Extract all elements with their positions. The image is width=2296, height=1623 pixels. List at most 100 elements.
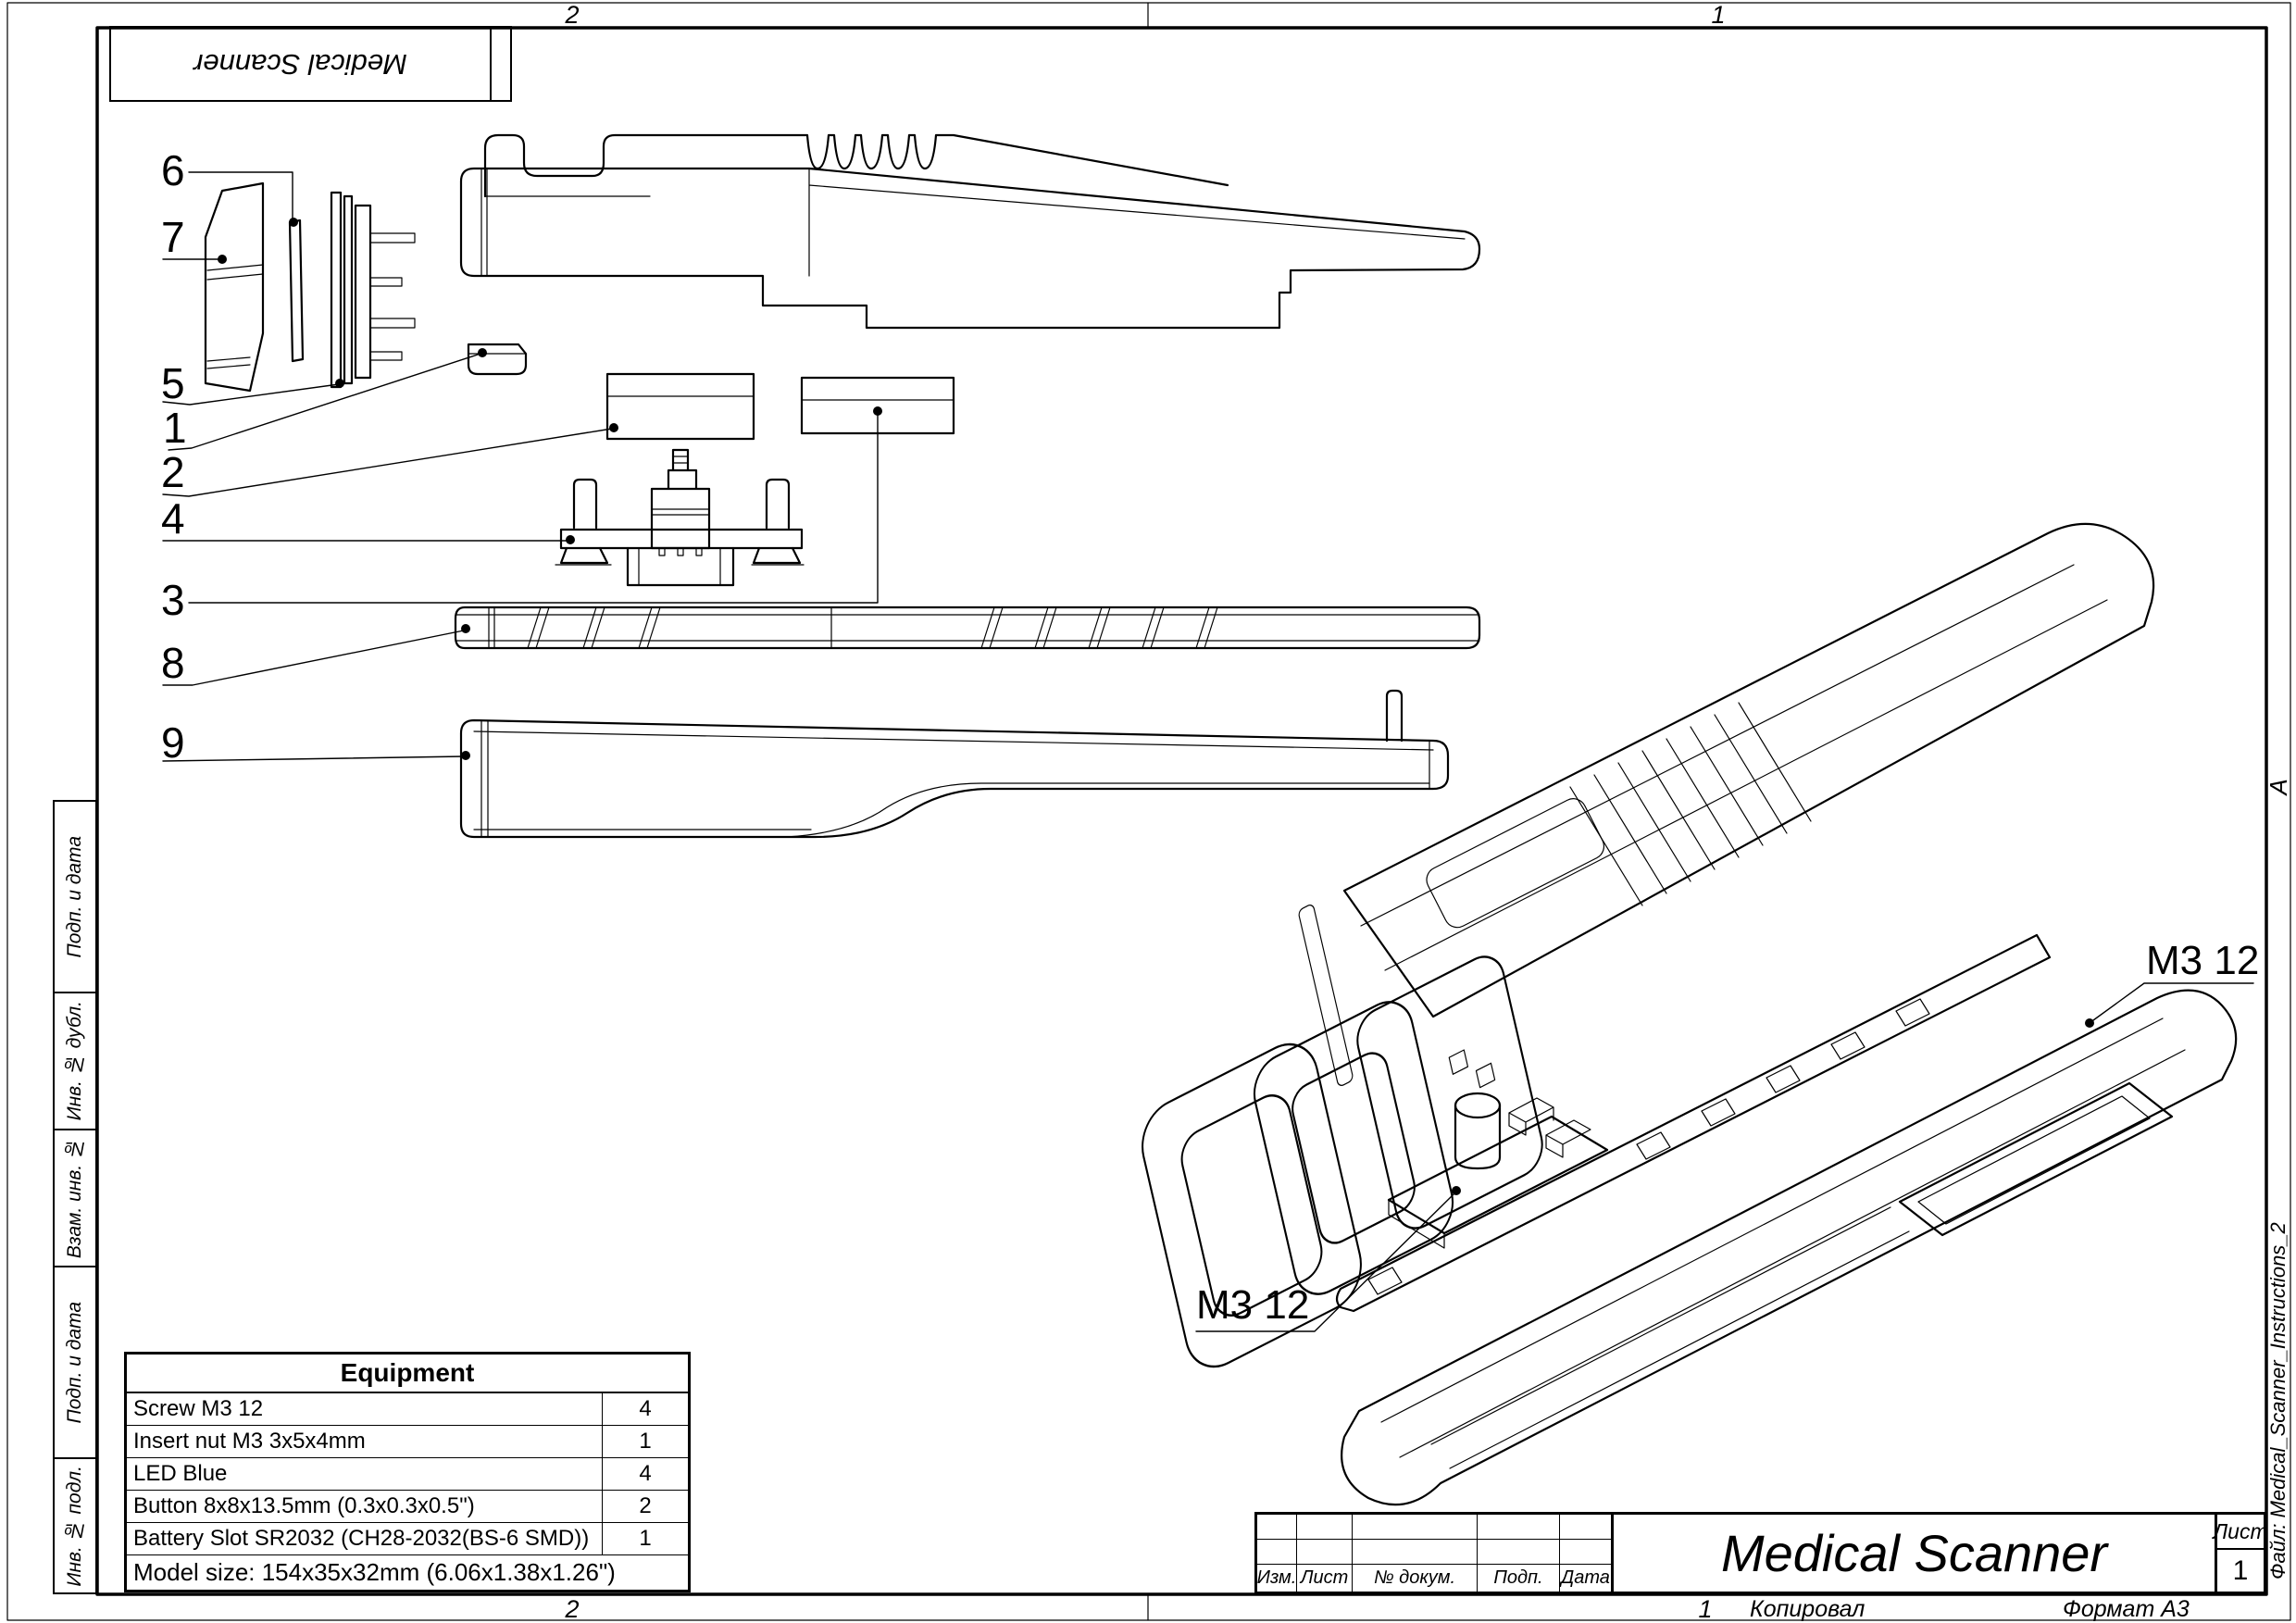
title-cell: Medical Scanner (1614, 1515, 2215, 1592)
copied-label: Копировал (1750, 1596, 1866, 1622)
part-light-pipe (288, 218, 305, 363)
col-izm: Изм. (1257, 1565, 1297, 1592)
col-data: Дата (1560, 1565, 1614, 1592)
grid-cell (1478, 1515, 1560, 1540)
grid-cell (1257, 1540, 1297, 1565)
grid-cell (1353, 1540, 1478, 1565)
part-button-board (800, 376, 955, 435)
sheet-word: Лист (2213, 1515, 2268, 1550)
part-bottom-housing (459, 689, 1450, 839)
file-note-vertical: Файл: Medical_Scanner_Instructions_2 (2266, 1222, 2290, 1579)
rotated-title-stamp: Medical Scanner (109, 26, 492, 102)
sidebar-cell-vzam-inv: Взам. инв. № (53, 1129, 97, 1266)
iso-bottom-tray (1341, 989, 2238, 1506)
bezel-outer-frame (1142, 1042, 1362, 1368)
drawing-frame (95, 26, 2268, 1596)
grid-cell (1257, 1515, 1297, 1540)
zone-bottom-1: 1 (1698, 1595, 1713, 1623)
format-label: Формат А3 (2063, 1596, 2190, 1622)
trim-border (6, 2, 2291, 1621)
sidebar-label: Инв. № подл. (64, 1465, 85, 1587)
equipment-name: Screw M3 12 (127, 1393, 603, 1425)
equipment-qty: 1 (639, 1526, 652, 1551)
rotated-title-stamp-extension (492, 26, 512, 102)
grid-cell (1478, 1540, 1560, 1565)
part-button-bracket (555, 448, 805, 587)
sidebar-label: Подп. и дата (64, 1301, 85, 1424)
equipment-qty: 2 (639, 1493, 652, 1518)
iso-bezel-stack (1142, 904, 1543, 1368)
part-back-plate (330, 191, 416, 389)
equipment-name: Button 8x8x13.5mm (0.3x0.3x0.5") (127, 1491, 603, 1522)
zone-letter-a: A (2265, 779, 2292, 795)
col-dokum: № докум. (1353, 1565, 1478, 1592)
title-block: Изм. Лист № докум. Подп. Дата Medical Sc… (1254, 1512, 2268, 1594)
bezel-front-panel (1356, 955, 1543, 1230)
sheet-number-column: Лист 1 (2213, 1515, 2268, 1592)
stamp-title: Medical Scanner (193, 48, 407, 81)
screw-leaders (1195, 982, 2254, 1332)
zone-top-1: 1 (1711, 1, 1726, 29)
equipment-model-size: Model size: 154x35x32mm (6.06x1.38x1.26"… (133, 1558, 616, 1586)
callout-3: 3 (161, 576, 185, 624)
equipment-name: Battery Slot SR2032 (CH28-2032(BS-6 SMD)… (127, 1523, 603, 1554)
document-title: Medical Scanner (1720, 1524, 2108, 1582)
part-led-rail (454, 606, 1481, 650)
part-lens-panel (204, 181, 265, 393)
callout-5: 5 (161, 359, 185, 407)
side-exploded-view (204, 133, 1481, 839)
sidebar-cell-inv-podl: Инв. № подл. (53, 1457, 97, 1594)
grid-cell (1560, 1515, 1614, 1540)
sheet-frame (6, 2, 2291, 1621)
sidebar-cell-podp-data-1: Подп. и дата (53, 800, 97, 992)
screw-label-right: M3 12 (2146, 938, 2259, 983)
grid-cell (1353, 1515, 1478, 1540)
sidebar-label: Инв. № дубл. (64, 1001, 85, 1121)
table-row: LED Blue 4 (127, 1458, 688, 1491)
callout-7: 7 (161, 213, 185, 261)
housing-top-cover (483, 133, 1229, 198)
callout-9: 9 (161, 718, 185, 767)
bezel-mid-frame (1254, 1001, 1454, 1295)
callout-1: 1 (163, 404, 187, 452)
sidebar-label: Подп. и дата (64, 835, 85, 958)
equipment-name: LED Blue (127, 1458, 603, 1490)
iso-clip-rail (1335, 933, 2052, 1313)
zone-bottom-2: 2 (565, 1595, 580, 1623)
grid-cell (1297, 1540, 1353, 1565)
equipment-qty: 1 (639, 1429, 652, 1454)
col-list: Лист (1297, 1565, 1353, 1592)
equipment-qty: 4 (639, 1396, 652, 1421)
grid-cell (1560, 1540, 1614, 1565)
gost-side-column: Подп. и дата Инв. № дубл. Взам. инв. № П… (53, 800, 97, 1594)
equipment-table-title: Equipment (127, 1355, 688, 1393)
table-row: Insert nut M3 3x5x4mm 1 (127, 1426, 688, 1458)
equipment-name: Insert nut M3 3x5x4mm (127, 1426, 603, 1457)
housing-foot (467, 343, 528, 376)
sidebar-label: Взам. инв. № (64, 1137, 85, 1259)
callout-6: 6 (161, 146, 185, 194)
iso-exploded-view: M3 12 M3 12 (1142, 522, 2259, 1506)
col-podp: Подп. (1478, 1565, 1560, 1592)
callout-leaders (162, 171, 882, 762)
sheet-number: 1 (2232, 1554, 2249, 1586)
table-row: Button 8x8x13.5mm (0.3x0.3x0.5") 2 (127, 1491, 688, 1523)
screw-label-left: M3 12 (1196, 1282, 1309, 1328)
sidebar-cell-podp-data-2: Подп. и дата (53, 1266, 97, 1457)
callout-4: 4 (161, 494, 185, 543)
equipment-qty: 4 (639, 1461, 652, 1486)
table-row: Screw M3 12 4 (127, 1393, 688, 1426)
callout-8: 8 (161, 639, 185, 687)
table-row: Battery Slot SR2032 (CH28-2032(BS-6 SMD)… (127, 1523, 688, 1555)
sidebar-cell-inv-dubl: Инв. № дубл. (53, 992, 97, 1129)
iso-main-body (1342, 522, 2155, 1018)
part-main-housing (459, 133, 1481, 376)
revision-grid: Изм. Лист № докум. Подп. Дата (1257, 1515, 1614, 1592)
grid-cell (1297, 1515, 1353, 1540)
part-display-board (605, 372, 755, 441)
zone-top-2: 2 (565, 1, 580, 29)
callout-2: 2 (161, 448, 185, 496)
callout-numbers: 6 7 5 1 2 4 3 8 9 (161, 146, 187, 767)
